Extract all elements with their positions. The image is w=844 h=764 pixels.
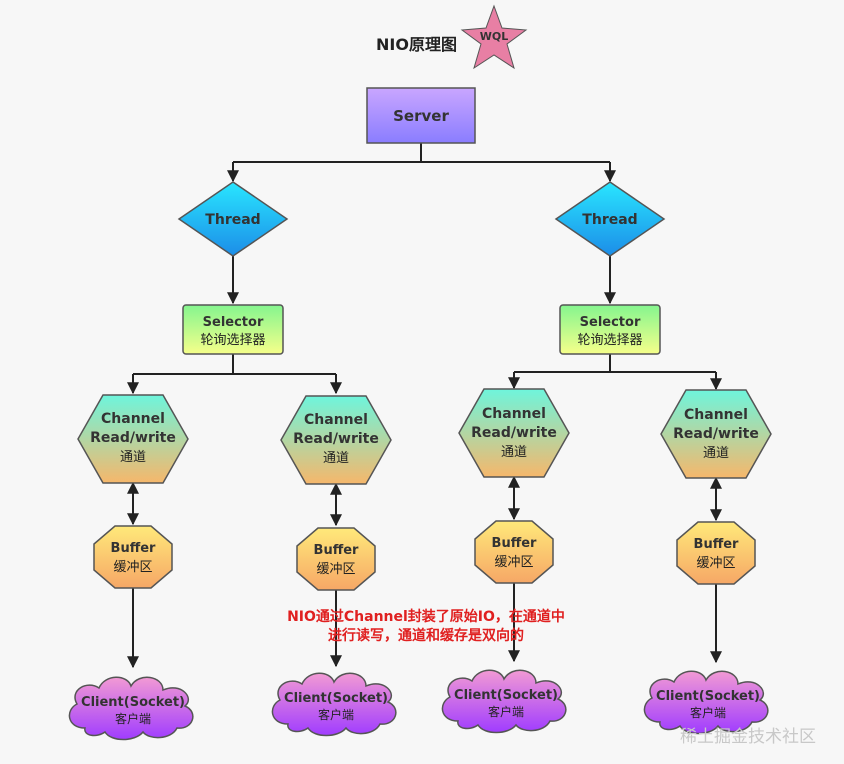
client-sublabel: 客户端 <box>488 704 524 719</box>
thread-label: Thread <box>582 212 637 228</box>
client-node: Client(Socket) 客户端 <box>441 669 567 734</box>
client-label: Client(Socket) <box>454 688 558 703</box>
client-node: Client(Socket) 客户端 <box>643 670 769 735</box>
buffer-label: Buffer <box>314 543 360 558</box>
client-label: Client(Socket) <box>656 689 760 704</box>
server-label: Server <box>393 107 449 125</box>
selector-node: Selector 轮询选择器 <box>182 304 284 355</box>
channel-label: Channel <box>304 412 368 428</box>
channel-mode: Read/write <box>90 430 176 446</box>
connectors <box>127 143 722 669</box>
selector-node: Selector 轮询选择器 <box>559 304 661 355</box>
channel-mode: Read/write <box>471 425 557 441</box>
selector-sublabel: 轮询选择器 <box>577 333 642 348</box>
buffer-node: Buffer 缓冲区 <box>93 525 173 589</box>
thread-label: Thread <box>205 212 260 228</box>
channel-sublabel: 通道 <box>323 451 349 466</box>
buffer-sublabel: 缓冲区 <box>316 562 355 577</box>
thread-node: Thread <box>177 181 289 257</box>
watermark: 稀土掘金技术社区 <box>680 727 816 747</box>
client-sublabel: 客户端 <box>115 711 151 726</box>
note-line-1: NIO通过Channel封装了原始IO，在通道中 <box>287 608 565 625</box>
buffer-sublabel: 缓冲区 <box>494 555 533 570</box>
star-icon: WQL <box>460 4 528 70</box>
diagram-title: NIO原理图 <box>376 35 457 54</box>
channel-node: Channel Read/write 通道 <box>77 394 189 484</box>
buffer-label: Buffer <box>492 536 538 551</box>
channel-label: Channel <box>101 411 165 427</box>
client-node: Client(Socket) 客户端 <box>271 672 397 737</box>
thread-node: Thread <box>554 181 666 257</box>
channel-node: Channel Read/write 通道 <box>458 388 570 478</box>
note-line-2: 进行读写，通道和缓存是双向的 <box>328 627 524 644</box>
server-node: Server <box>366 87 476 144</box>
buffer-node: Buffer 缓冲区 <box>474 520 554 584</box>
selector-sublabel: 轮询选择器 <box>200 333 265 348</box>
client-label: Client(Socket) <box>284 691 388 706</box>
channel-mode: Read/write <box>673 426 759 442</box>
channel-sublabel: 通道 <box>120 450 146 465</box>
buffer-sublabel: 缓冲区 <box>113 560 152 575</box>
client-node: Client(Socket) 客户端 <box>68 676 194 741</box>
buffer-sublabel: 缓冲区 <box>696 556 735 571</box>
buffer-label: Buffer <box>694 537 740 552</box>
client-label: Client(Socket) <box>81 695 185 710</box>
client-sublabel: 客户端 <box>318 707 354 722</box>
channel-node: Channel Read/write 通道 <box>660 389 772 479</box>
buffer-label: Buffer <box>111 541 157 556</box>
client-sublabel: 客户端 <box>690 705 726 720</box>
buffer-node: Buffer 缓冲区 <box>676 521 756 585</box>
buffer-node: Buffer 缓冲区 <box>296 527 376 591</box>
star-label: WQL <box>480 30 509 43</box>
channel-node: Channel Read/write 通道 <box>280 395 392 485</box>
selector-label: Selector <box>203 315 264 330</box>
channel-label: Channel <box>684 407 748 423</box>
channel-sublabel: 通道 <box>501 445 527 460</box>
channel-mode: Read/write <box>293 431 379 447</box>
channel-sublabel: 通道 <box>703 446 729 461</box>
selector-label: Selector <box>580 315 641 330</box>
channel-label: Channel <box>482 406 546 422</box>
